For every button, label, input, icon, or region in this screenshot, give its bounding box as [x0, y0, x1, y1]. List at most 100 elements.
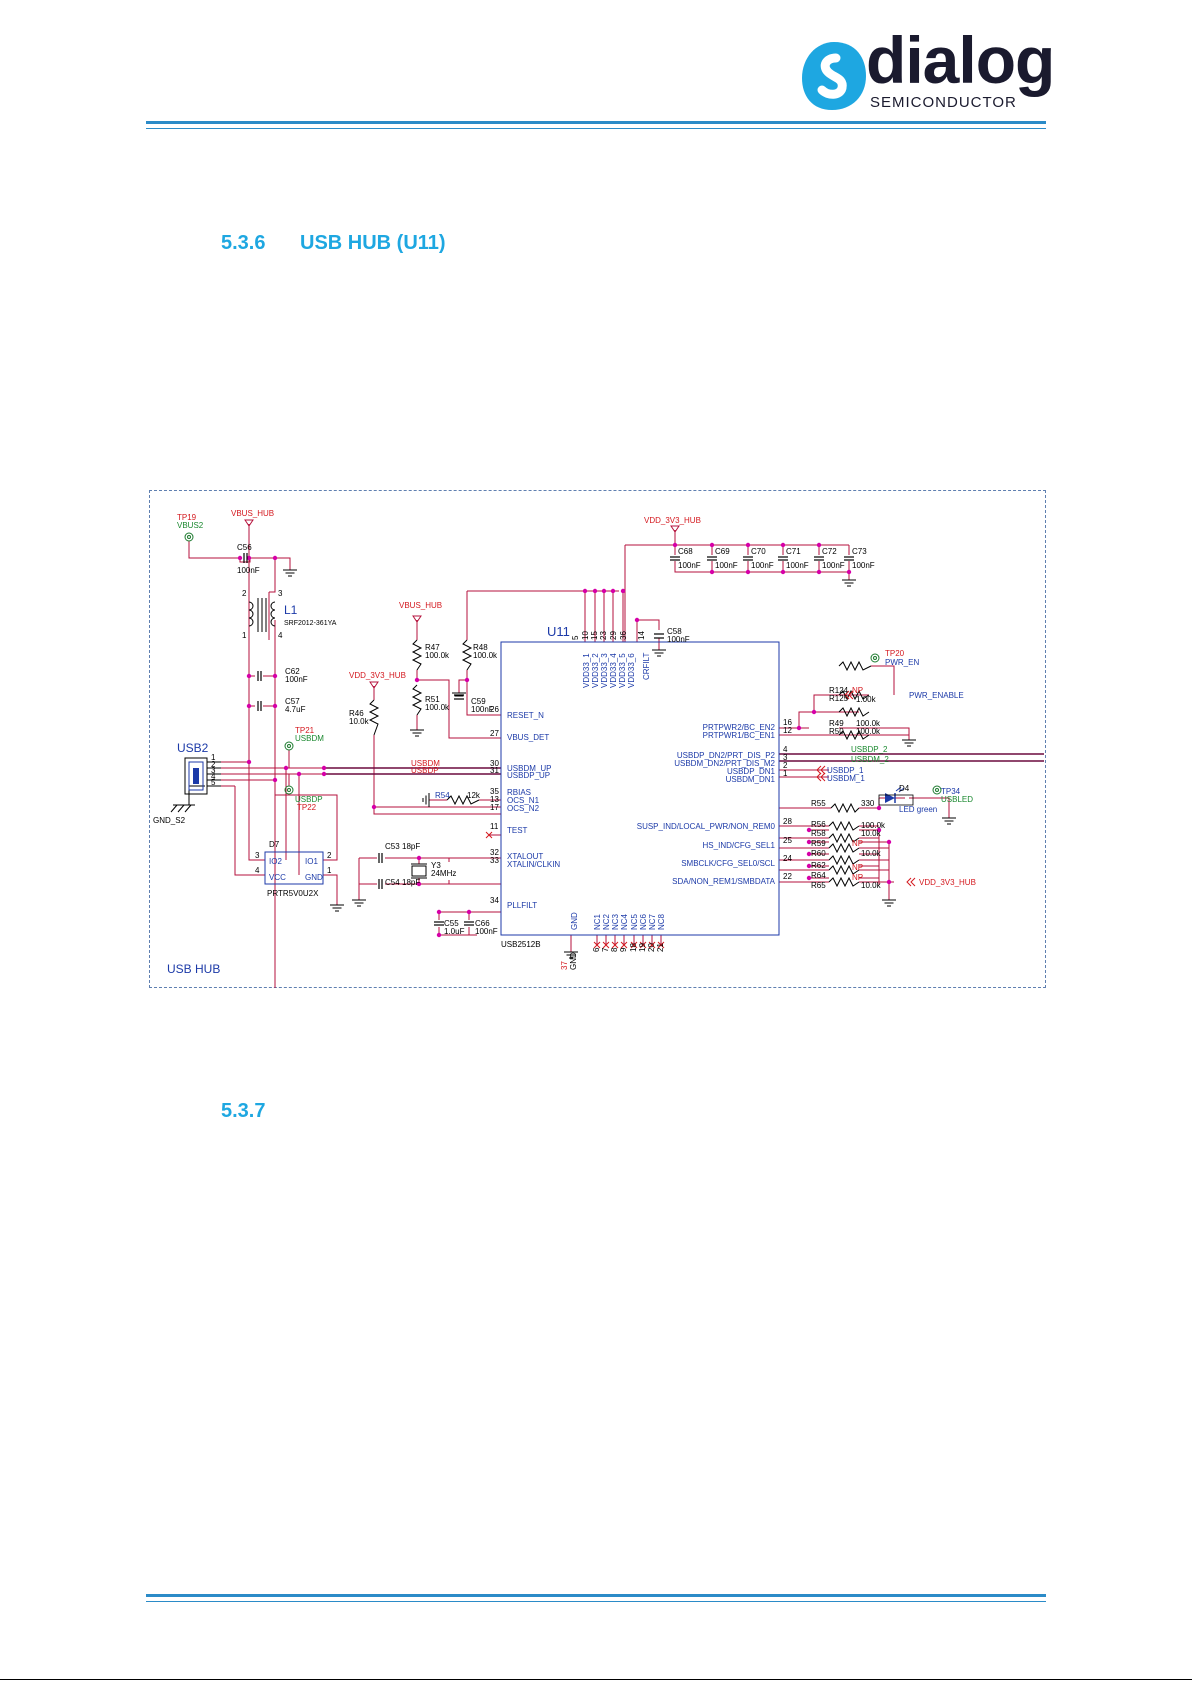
- section-title: USB HUB (U11): [300, 232, 446, 254]
- vbus-hub-label: VBUS_HUB: [399, 601, 442, 610]
- c62-ref: C62: [285, 667, 300, 676]
- u11-pin-name: VDD33_4: [609, 653, 618, 688]
- r46-ref: R46: [349, 709, 364, 718]
- u11-pin-name: NC4: [620, 913, 629, 930]
- r55-val: 330: [861, 799, 875, 808]
- c72-val: 100nF: [822, 561, 845, 570]
- u11-pin-name: PRTPWR2/BC_EN2: [703, 723, 776, 732]
- r64-ref: R64: [811, 871, 826, 880]
- u11-box: [500, 641, 780, 936]
- c73-val: 100nF: [852, 561, 875, 570]
- r65-ref: R65: [811, 881, 826, 890]
- d7-pin: 3: [255, 851, 260, 860]
- vdd-hub-label: VDD_3V3_HUB: [919, 878, 976, 887]
- u11-pin-name: NC3: [611, 913, 620, 930]
- c57-val: 4.7uF: [285, 705, 306, 714]
- r48-ref: R48: [473, 643, 488, 652]
- u11-pin-num: 22: [783, 872, 792, 881]
- c69-ref: C69: [715, 547, 730, 556]
- logo-word: dialog: [866, 23, 1055, 97]
- r60-val: 10.0k: [861, 849, 882, 858]
- usbdm-net-label: USBDM: [411, 759, 440, 768]
- u11-pin-name: USBDP_DN1: [727, 767, 776, 776]
- usb2-connector-icon: [184, 757, 221, 795]
- c57-ref: C57: [285, 697, 300, 706]
- r48-val: 100.0k: [473, 651, 498, 660]
- gnd-s2-label: GND_S2: [153, 816, 186, 825]
- d7-part: PRTR5V0U2X: [267, 889, 319, 898]
- r50-ref: R50: [829, 727, 844, 736]
- u11-pin-num: 17: [490, 803, 499, 812]
- l1-pin: 2: [242, 589, 247, 598]
- u11-pin-num: 4: [783, 745, 788, 754]
- u11-pin-num: 12: [783, 726, 792, 735]
- tp22-label: TP22: [297, 803, 317, 812]
- r47-val: 100.0k: [425, 651, 450, 660]
- u11-pin-name: NC7: [648, 913, 657, 930]
- u11-pin-name: NC6: [639, 913, 648, 930]
- r46-val: 10.0k: [349, 717, 370, 726]
- r51-val: 100.0k: [425, 703, 450, 712]
- resistor-symbols: [368, 639, 872, 888]
- u11-pin-num: 29: [609, 631, 618, 640]
- u11-pin-num: 9: [619, 947, 628, 952]
- u11-ref: U11: [547, 624, 570, 639]
- u11-pin-name: XTALOUT: [507, 852, 543, 861]
- d7-vcc: VCC: [269, 873, 286, 882]
- d4-ref: D4: [899, 784, 910, 793]
- r65-val: 10.0k: [861, 881, 882, 890]
- y3-val: 24MHz: [431, 869, 456, 878]
- u11-pin-name: OCS_N2: [507, 804, 540, 813]
- logo-subtitle: SEMICONDUCTOR: [870, 94, 1017, 111]
- r124-val: NP: [852, 686, 863, 695]
- r124-ref: R124: [829, 686, 849, 695]
- c62-val: 100nF: [285, 675, 308, 684]
- r47-ref: R47: [425, 643, 440, 652]
- u11-pin-num: 3: [783, 753, 788, 762]
- vbus-hub-label: VBUS_HUB: [231, 509, 274, 518]
- u11-pin-name: USBDP_DN2/PRT_DIS_P2: [677, 751, 776, 760]
- r58-val: 10.0k: [861, 829, 882, 838]
- r49-ref: R49: [829, 719, 844, 728]
- u11-pin-name: RBIAS: [507, 788, 531, 797]
- header-rule: [146, 121, 1046, 124]
- u11-pin-name: TEST: [507, 826, 528, 835]
- crystal-y3-icon: [411, 863, 427, 879]
- u11-pin-num: 6: [592, 947, 601, 952]
- schematic-frame: [149, 490, 1046, 988]
- d7-pin: 2: [327, 851, 332, 860]
- u11-pin-num: 19: [638, 943, 647, 952]
- r54-val: 12k: [467, 791, 481, 800]
- u11-pin-num: 35: [490, 787, 499, 796]
- schematic-frame-label: USB HUB: [167, 962, 221, 976]
- c58-val: 100nF: [667, 635, 690, 644]
- u11-pin-name: NC8: [657, 913, 666, 930]
- u11-pin-num: 34: [490, 896, 499, 905]
- c58-ref: C58: [667, 627, 682, 636]
- r51-ref: R51: [425, 695, 440, 704]
- pin-number: 37: [560, 961, 569, 970]
- u11-pin-num: 36: [619, 631, 628, 640]
- section-heading: 5.3.7: [221, 1100, 300, 1123]
- footer-rule-thin: [146, 1601, 1046, 1602]
- c59-val: 100nF: [471, 705, 494, 714]
- r55-ref: R55: [811, 799, 826, 808]
- u11-pin-name: USBDM_UP: [507, 764, 551, 773]
- inductor-l1-icon: [248, 598, 276, 632]
- d4-val: LED green: [899, 805, 937, 814]
- u11-pin-name: OCS_N1: [507, 796, 540, 805]
- c53-val: 18pF: [402, 842, 420, 851]
- capacitor-symbols: [243, 553, 854, 926]
- c54-label: C54: [385, 878, 400, 887]
- r59-ref: R59: [811, 839, 826, 848]
- u11-pin-name: GND: [570, 912, 579, 930]
- pwr-enable-net: PWR_ENABLE: [909, 691, 964, 700]
- l1-pin: 4: [278, 631, 283, 640]
- tp19-label: TP19: [177, 513, 197, 522]
- u11-pin-num: 33: [490, 856, 499, 865]
- c54-val: 18pF: [402, 878, 420, 887]
- net-flag-icons: [816, 690, 916, 887]
- u11-pin-num: 28: [783, 817, 792, 826]
- u11-pin-num: 18: [629, 943, 638, 952]
